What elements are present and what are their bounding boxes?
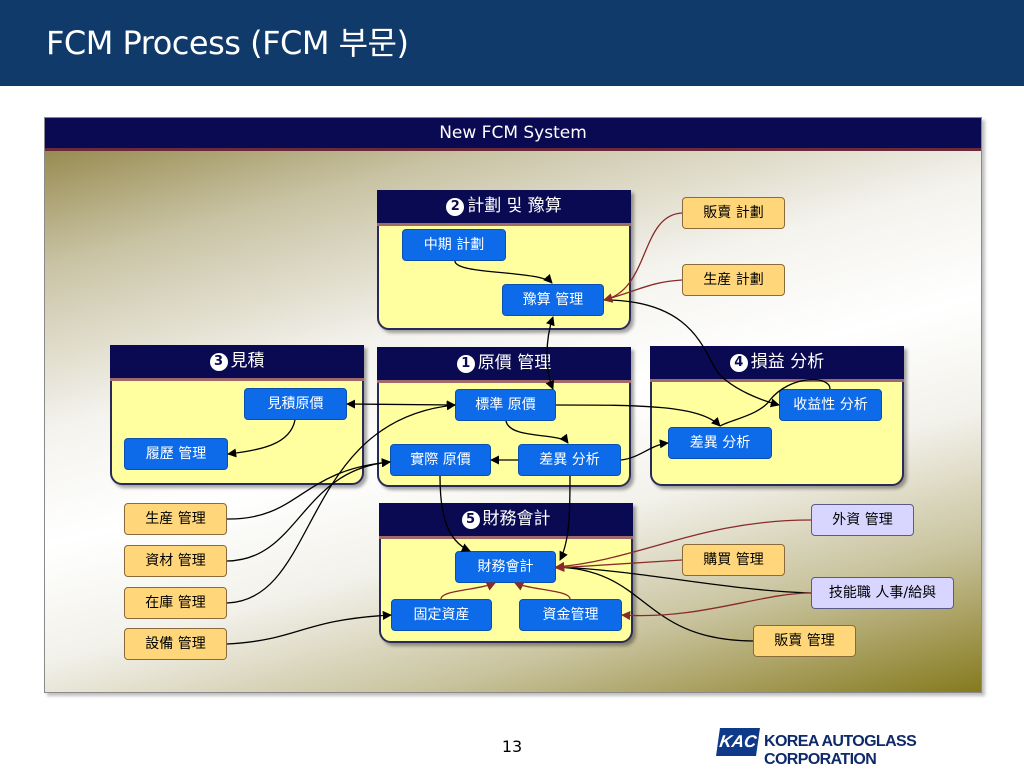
foreign-capital-mgmt-box[interactable]: 外資 管理 — [811, 504, 914, 536]
actual-cost-box[interactable]: 實際 原價 — [390, 444, 491, 476]
estimate-cost-box[interactable]: 見積原價 — [244, 388, 347, 420]
slide-title: FCM Process (FCM 부문) — [46, 24, 409, 62]
kac-logo: KAC — [716, 728, 760, 756]
panel-header: New FCM System — [45, 118, 981, 151]
inventory-mgmt-box[interactable]: 在庫 管理 — [124, 587, 227, 619]
profitability-analysis-box[interactable]: 收益性 分析 — [779, 389, 882, 421]
group-title: 原價 管理 — [477, 353, 552, 373]
standard-cost-box[interactable]: 標準 原價 — [455, 389, 556, 421]
group-title: 見積 — [230, 351, 265, 371]
group-title: 損益 分析 — [750, 352, 825, 372]
fixed-assets-box[interactable]: 固定資産 — [391, 599, 492, 631]
number-badge: 5 — [461, 511, 480, 529]
budget-mgmt-box[interactable]: 豫算 管理 — [502, 284, 604, 316]
page-number: 13 — [501, 737, 523, 756]
cost-variance-analysis-box[interactable]: 差異 分析 — [518, 444, 621, 476]
number-badge: 3 — [209, 353, 228, 371]
production-mgmt-box[interactable]: 生産 管理 — [124, 503, 227, 535]
number-badge: 4 — [729, 354, 748, 372]
title-bar: FCM Process (FCM 부문) — [0, 0, 1024, 86]
purchase-mgmt-box[interactable]: 購買 管理 — [682, 544, 785, 576]
number-badge: 2 — [446, 198, 465, 216]
material-mgmt-box[interactable]: 資材 管理 — [124, 545, 227, 577]
sales-mgmt-box[interactable]: 販賣 管理 — [753, 625, 856, 657]
group-title: 財務會計 — [482, 509, 551, 529]
production-plan-box[interactable]: 生産 計劃 — [682, 264, 785, 296]
tech-hr-payroll-box[interactable]: 技能職 人事/給與 — [811, 577, 954, 609]
financial-accounting-box[interactable]: 財務會計 — [455, 551, 556, 583]
equipment-mgmt-box[interactable]: 設備 管理 — [124, 628, 227, 660]
group-title: 計劃 및 豫算 — [467, 196, 562, 216]
number-badge: 1 — [456, 355, 475, 373]
fund-mgmt-box[interactable]: 資金管理 — [519, 599, 622, 631]
history-mgmt-box[interactable]: 履歷 管理 — [124, 438, 228, 470]
company-name: KOREA AUTOGLASS CORPORATION — [764, 733, 917, 768]
midterm-plan-box[interactable]: 中期 計劃 — [402, 229, 506, 261]
sales-plan-box[interactable]: 販賣 計劃 — [682, 197, 785, 229]
pl-variance-analysis-box[interactable]: 差異 分析 — [668, 427, 772, 459]
